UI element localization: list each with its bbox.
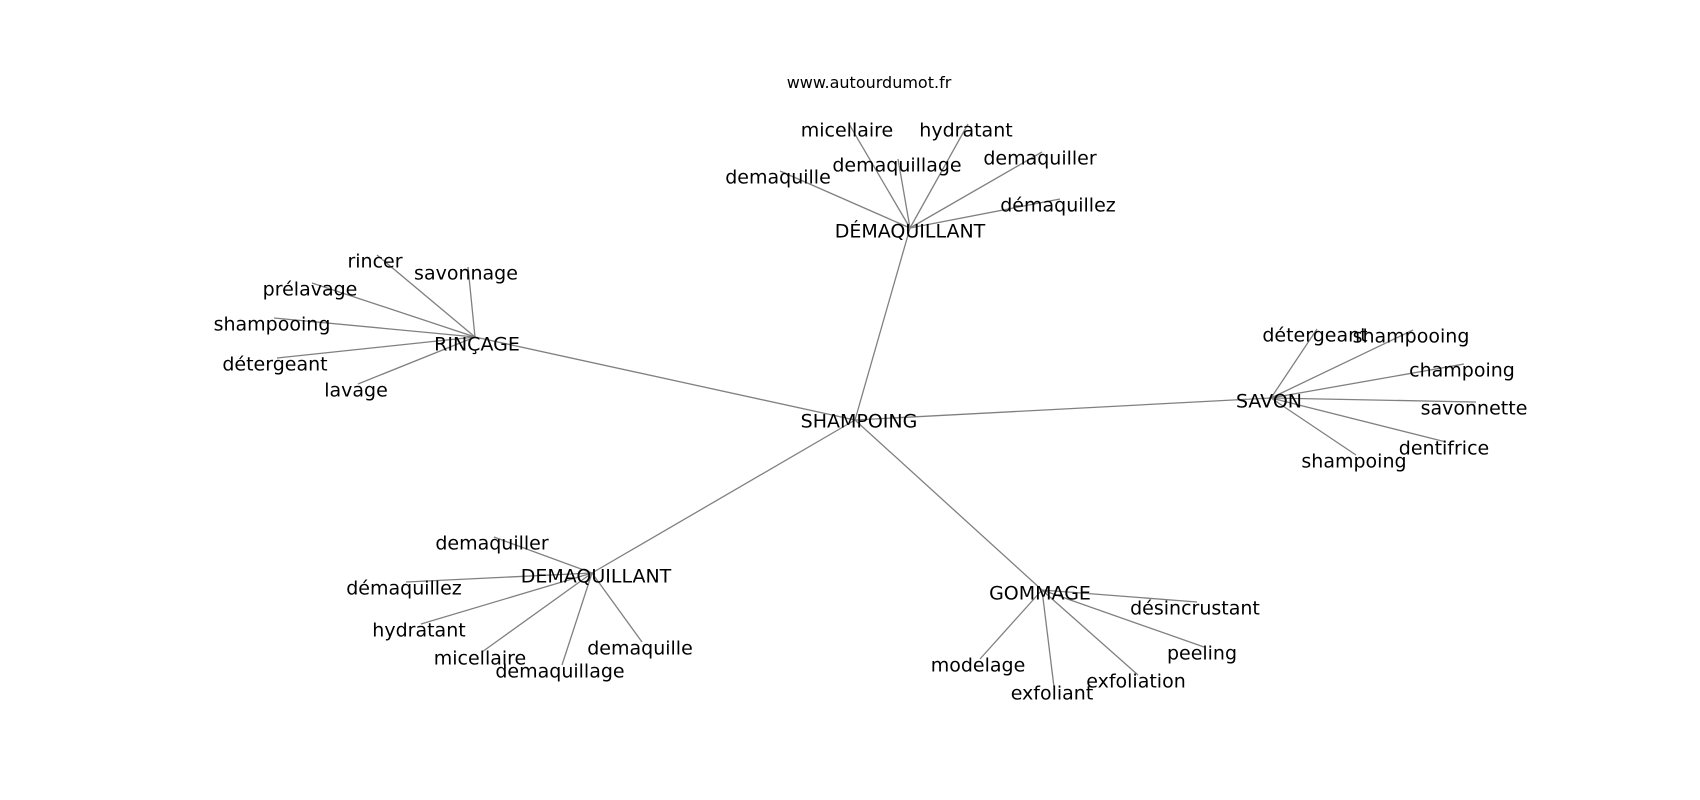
edge-group-1-child-3 [273,317,476,338]
leaf-node-label: prélavage [263,279,358,301]
group-node-label: SAVON [1236,391,1302,413]
leaf-node-label: demaquiller [983,148,1097,170]
edge-group-4-child-1 [1041,589,1205,648]
leaf-node-label: shampooing [1353,326,1470,348]
edge-group-1-child-2 [311,282,476,338]
leaf-node-label: rincer [347,251,402,273]
edge-group-0-child-5 [909,198,1061,229]
edge-group-2-child-5 [1270,397,1357,456]
edge-group-4-child-3 [1041,589,1055,688]
leaf-node-label: demaquille [725,167,831,189]
root-node-label: SHAMPOING [801,411,918,433]
leaf-node-label: désincrustant [1130,598,1260,620]
leaf-node-label: hydratant [372,620,465,642]
leaf-node-label: savonnage [414,263,518,285]
leaf-node-label: modelage [931,655,1026,677]
leaf-node-label: détergeant [1262,325,1367,347]
group-node-label: RINÇAGE [434,334,520,356]
edge-group-1-child-1 [467,266,476,338]
edge-group-3-child-2 [420,572,593,625]
edge-group-0-child-0 [848,123,911,229]
group-node-label: DEMAQUILLANT [521,566,672,588]
leaf-node-label: exfoliation [1086,671,1186,693]
group-node-label: DÉMAQUILLANT [835,220,986,243]
edge-group-2-child-0 [1270,328,1318,399]
edge-group-4-child-2 [979,589,1043,660]
edge-group-0-child-4 [779,170,911,229]
edge-group-4-child-0 [1041,589,1198,603]
edge-root-to-0 [854,227,911,421]
leaf-node-label: micellaire [801,120,894,142]
leaf-node-label: shampooing [214,314,331,336]
edge-group-2-child-3 [1270,397,1477,403]
edge-group-0-child-3 [909,151,1043,229]
edge-group-2-child-2 [1270,363,1465,399]
leaf-node-label: micellaire [434,648,527,670]
leaf-node-label: lavage [324,380,388,402]
leaf-node-label: détergeant [222,354,327,376]
edge-root-to-2 [854,397,1272,421]
leaf-node-label: demaquille [587,638,693,660]
edge-group-1-child-0 [376,254,476,338]
leaf-node-label: shampoing [1301,451,1406,473]
leaf-node-label: démaquillez [346,578,462,600]
leaf-node-label: exfoliant [1011,683,1094,705]
edge-group-1-child-4 [276,336,476,359]
leaf-node-label: hydratant [919,120,1012,142]
watermark-text: www.autourdumot.fr [787,73,952,92]
edge-group-3-child-3 [481,572,593,653]
edge-root-to-4 [854,419,1043,591]
group-node-label: GOMMAGE [989,583,1091,605]
leaf-node-label: dentifrice [1399,438,1489,460]
edge-group-3-child-0 [493,536,593,574]
leaf-node-label: demaquillage [832,155,961,177]
edge-group-3-child-5 [591,572,643,643]
leaf-node-label: démaquillez [1000,195,1116,217]
leaf-node-label: champoing [1409,360,1515,382]
edge-group-3-child-1 [405,572,593,583]
graph-edges [273,123,1477,688]
edge-group-0-child-1 [909,123,969,229]
leaf-node-label: peeling [1167,643,1237,665]
leaf-node-label: demaquillage [495,661,624,683]
edge-group-4-child-4 [1041,589,1139,676]
leaf-node-label: savonnette [1421,398,1528,420]
edge-group-1-child-5 [357,336,476,385]
leaf-node-label: demaquiller [435,533,549,555]
graph-labels: www.autourdumot.fr SHAMPOING DÉMAQUILLANT… [214,73,1528,705]
edge-group-2-child-4 [1270,397,1447,443]
edge-root-to-3 [591,419,856,574]
edge-group-3-child-4 [561,572,593,666]
edge-group-0-child-2 [897,158,911,229]
edge-root-to-1 [474,336,856,421]
edge-group-2-child-1 [1270,329,1414,399]
